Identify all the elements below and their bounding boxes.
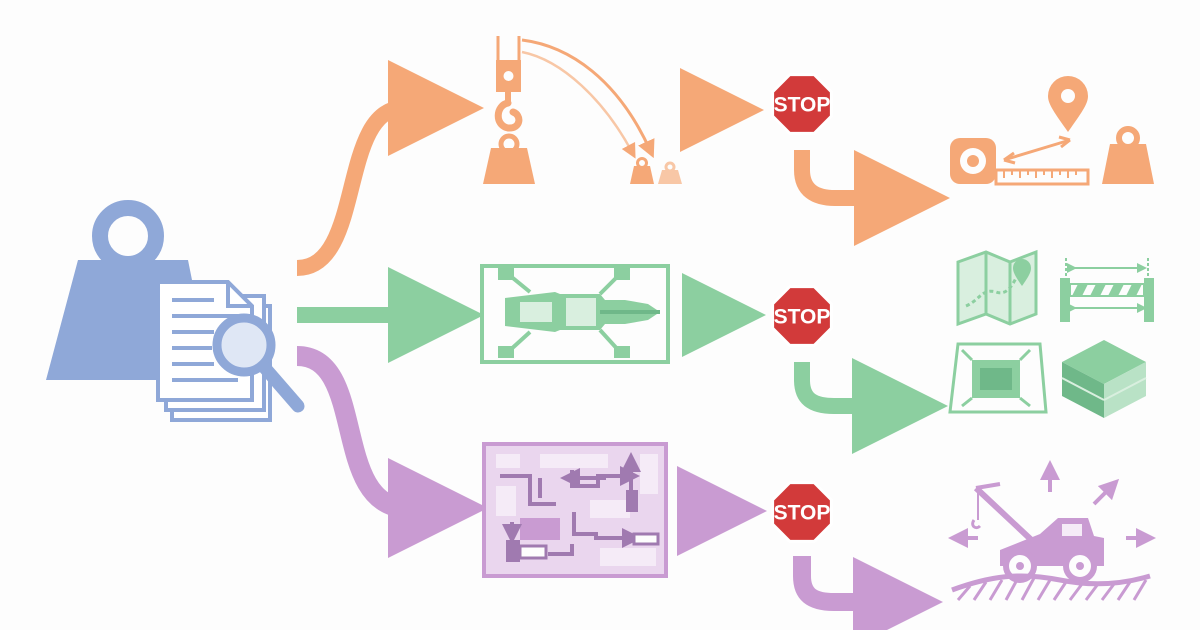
flow-lift-outcome-arrow <box>794 150 950 246</box>
ground-layers-icon <box>1061 340 1147 418</box>
flow-setup-step <box>480 264 670 364</box>
source-group <box>46 200 305 422</box>
barrier-width-icon <box>1060 258 1154 322</box>
weight-icon <box>483 133 535 184</box>
small-weights-icon <box>630 157 682 184</box>
flow-route-outcome-arrow <box>793 556 943 630</box>
flow-route: STOP <box>482 442 1156 630</box>
crane-hook-icon <box>494 36 523 132</box>
flow-setup: STOP <box>480 249 1154 454</box>
weight-icon <box>1102 126 1154 184</box>
flow-lift-step <box>483 36 682 184</box>
flow-setup-outcome-arrow <box>794 358 948 454</box>
route-plan-icon <box>496 452 660 566</box>
flow-lift-outcome <box>950 76 1154 186</box>
mobile-crane-icon <box>971 482 1104 583</box>
branch-arrow-purple <box>295 346 488 558</box>
tape-measure-icon <box>950 135 1090 186</box>
outrigger-icon <box>498 268 630 358</box>
crane-top-view-icon <box>505 292 660 332</box>
outrigger-pad-icon <box>948 342 1048 414</box>
stop-label: STOP <box>774 94 831 117</box>
flow-route-outcome <box>948 460 1156 601</box>
terrain-icon <box>951 573 1151 601</box>
branch-arrow-orange <box>296 60 484 276</box>
flow-lift: STOP <box>483 36 1154 246</box>
branch-arrows <box>295 60 488 558</box>
location-pin-icon <box>1048 76 1088 132</box>
direction-arrows-icon <box>948 460 1156 548</box>
stop-sign-lift: STOP <box>771 73 833 135</box>
flow-setup-outcome <box>948 249 1154 418</box>
magnifier-icon <box>212 313 305 413</box>
site-map-icon <box>956 249 1038 327</box>
stop-label: STOP <box>774 502 831 525</box>
flow-route-step <box>482 442 668 578</box>
stop-sign-route: STOP <box>771 481 833 543</box>
stop-sign-setup: STOP <box>771 285 833 347</box>
stop-label: STOP <box>774 306 831 329</box>
swing-path-icon <box>521 38 655 159</box>
